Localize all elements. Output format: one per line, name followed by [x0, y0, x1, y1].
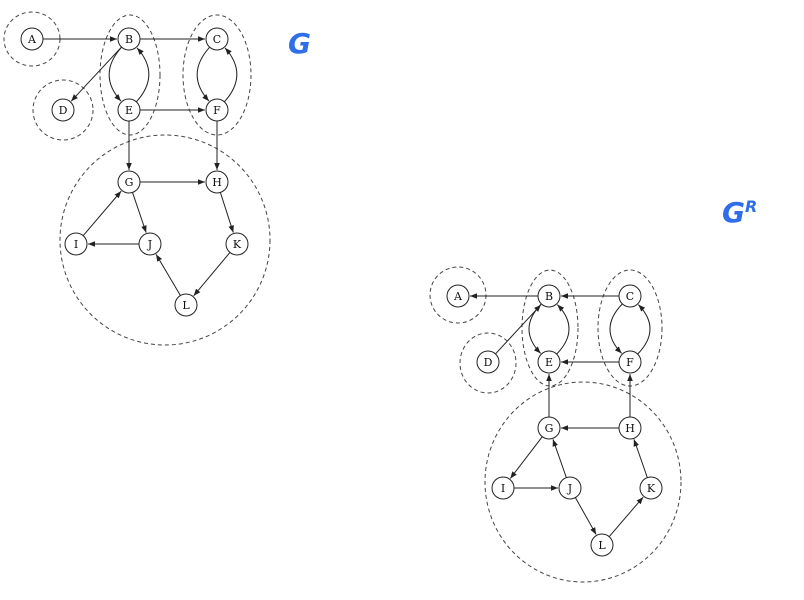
node-label: D: [59, 104, 68, 117]
graph-gr-title: GR: [722, 196, 757, 229]
node-j: J: [558, 476, 582, 500]
edge-c-to-f: [196, 46, 211, 102]
node-label: J: [567, 482, 572, 495]
scc-be: [99, 14, 161, 136]
edge-e-to-b: [135, 47, 150, 103]
node-label: J: [147, 238, 152, 251]
graph-g-title: G: [288, 27, 311, 60]
scc-cf: [182, 14, 252, 136]
node-c: C: [205, 27, 229, 51]
graph-g-reverse: A B C D E F G H I J K L GR: [429, 196, 757, 583]
edge-k-to-l: [193, 252, 231, 297]
scc-d: [459, 332, 517, 394]
edge-k-to-h: [633, 439, 648, 478]
node-label: A: [453, 290, 463, 303]
scc-be: [521, 269, 579, 387]
edge-i-to-g: [82, 190, 122, 236]
edge-j-to-l: [574, 497, 597, 535]
node-l: L: [590, 533, 614, 557]
node-c: C: [618, 284, 642, 308]
node-label: H: [212, 176, 222, 189]
node-label: L: [598, 539, 606, 552]
node-label: F: [626, 356, 634, 369]
node-a: A: [446, 284, 470, 308]
node-h: H: [205, 170, 229, 194]
node-i: I: [491, 476, 515, 500]
node-label: I: [74, 238, 78, 251]
node-e: E: [537, 350, 561, 374]
node-label: K: [647, 482, 656, 495]
edge-b-to-d: [70, 46, 122, 102]
edge-g-to-j: [132, 192, 147, 233]
node-label: E: [125, 104, 133, 117]
graph-g: A B C D E F G H I J K L G: [3, 11, 311, 346]
node-f: F: [205, 98, 229, 122]
edge-d-to-b: [495, 304, 542, 355]
node-label: I: [501, 482, 505, 495]
edge-j-to-g: [552, 439, 567, 478]
node-k: K: [639, 476, 663, 500]
edge-l-to-j: [155, 254, 181, 296]
node-j: J: [138, 232, 162, 256]
scc-ghijkl: [484, 381, 682, 583]
node-k: K: [225, 232, 249, 256]
scc-ghijkl: [59, 134, 271, 346]
scc-d: [32, 79, 94, 141]
edge-b-to-e: [528, 303, 542, 354]
node-a: A: [20, 27, 44, 51]
edge-h-to-k: [219, 192, 234, 233]
node-e: E: [117, 98, 141, 122]
edge-g-to-i: [509, 436, 543, 479]
edge-b-to-e: [108, 46, 123, 102]
node-label: E: [545, 356, 553, 369]
node-label: A: [27, 33, 37, 46]
node-label: G: [545, 422, 554, 435]
node-d: D: [476, 350, 500, 374]
scc-a: [429, 266, 487, 324]
node-label: G: [125, 176, 134, 189]
node-label: H: [625, 422, 635, 435]
node-f: F: [618, 350, 642, 374]
edge-f-to-c: [223, 47, 238, 103]
edge-e-to-b: [556, 304, 570, 355]
edge-f-to-c: [637, 304, 651, 355]
node-label: C: [626, 290, 634, 303]
edge-l-to-k: [608, 496, 644, 537]
node-b: B: [537, 284, 561, 308]
node-label: C: [213, 33, 221, 46]
edge-c-to-f: [609, 303, 623, 354]
node-label: K: [233, 238, 242, 251]
node-label: F: [213, 104, 221, 117]
node-g: G: [117, 170, 141, 194]
node-l: L: [174, 293, 198, 317]
node-label: D: [484, 356, 493, 369]
node-g: G: [537, 416, 561, 440]
node-label: L: [182, 299, 190, 312]
node-label: B: [125, 33, 133, 46]
node-d: D: [51, 98, 75, 122]
node-i: I: [64, 232, 88, 256]
node-label: B: [545, 290, 553, 303]
node-h: H: [618, 416, 642, 440]
node-b: B: [117, 27, 141, 51]
